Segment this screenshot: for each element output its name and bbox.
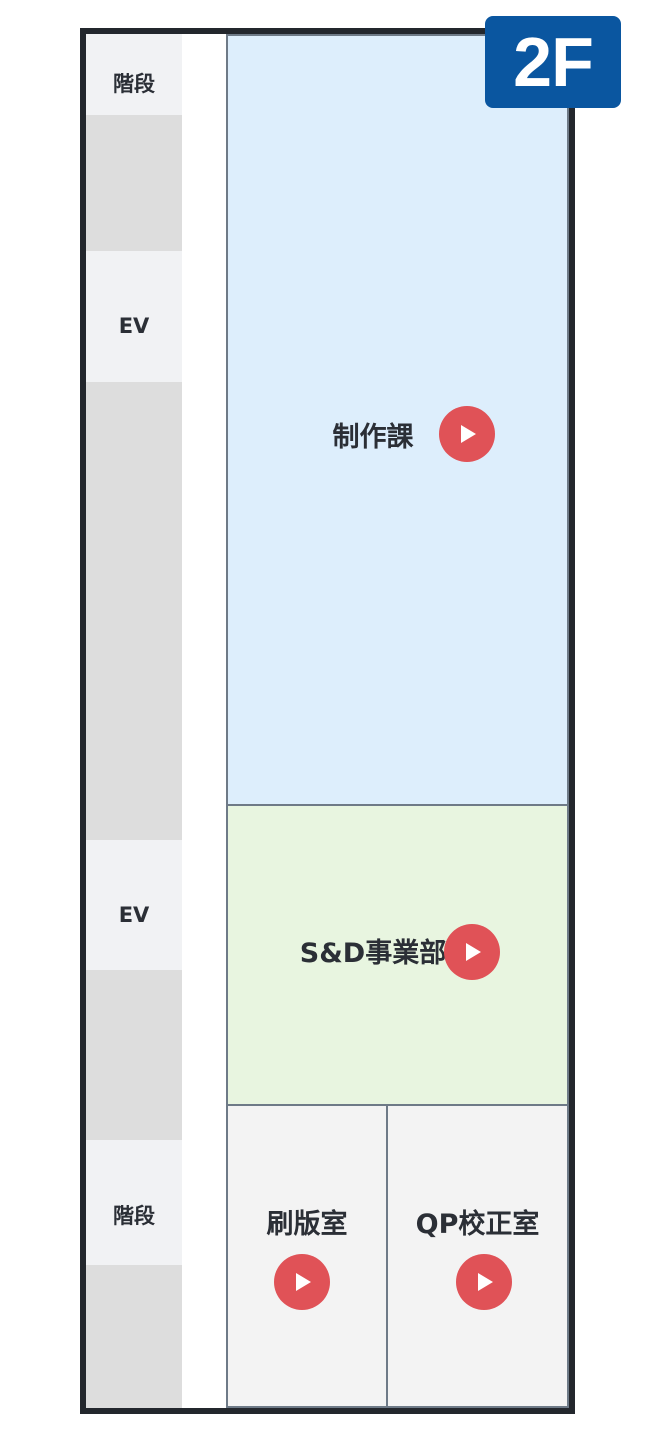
service-area-1: [86, 115, 182, 251]
stairs-block-top: 階段: [86, 34, 182, 115]
elevator-label-bottom: EV: [118, 903, 150, 927]
room-label-qp-koseishitsu: QP校正室: [415, 1209, 540, 1240]
room-qp-koseishitsu[interactable]: QP校正室: [386, 1104, 569, 1408]
room-label-seisakuka: 制作課: [332, 422, 414, 453]
play-icon: [274, 1254, 330, 1310]
room-label-sd-jigyobu: S&D事業部: [299, 938, 447, 969]
stairs-block-bottom: 階段: [86, 1140, 182, 1265]
play-button-sd-jigyobu[interactable]: [444, 924, 500, 980]
room-sd-jigyobu[interactable]: S&D事業部: [226, 804, 569, 1106]
elevator-block-bottom: EV: [86, 840, 182, 970]
play-button-sappanshitsu[interactable]: [274, 1254, 330, 1310]
play-button-seisakuka[interactable]: [439, 406, 495, 462]
play-icon: [444, 924, 500, 980]
play-button-qp-koseishitsu[interactable]: [456, 1254, 512, 1310]
room-seisakuka[interactable]: 制作課: [226, 34, 569, 806]
room-label-sappanshitsu: 刷版室: [266, 1209, 348, 1240]
service-area-2: [86, 382, 182, 840]
play-icon: [439, 406, 495, 462]
service-area-3: [86, 970, 182, 1140]
stairs-label-top: 階段: [113, 72, 155, 96]
stairs-label-bottom: 階段: [113, 1204, 155, 1228]
play-icon: [456, 1254, 512, 1310]
elevator-label-top: EV: [118, 314, 150, 338]
service-area-4: [86, 1265, 182, 1408]
elevator-block-top: EV: [86, 251, 182, 382]
floor-badge: 2F: [485, 16, 621, 108]
